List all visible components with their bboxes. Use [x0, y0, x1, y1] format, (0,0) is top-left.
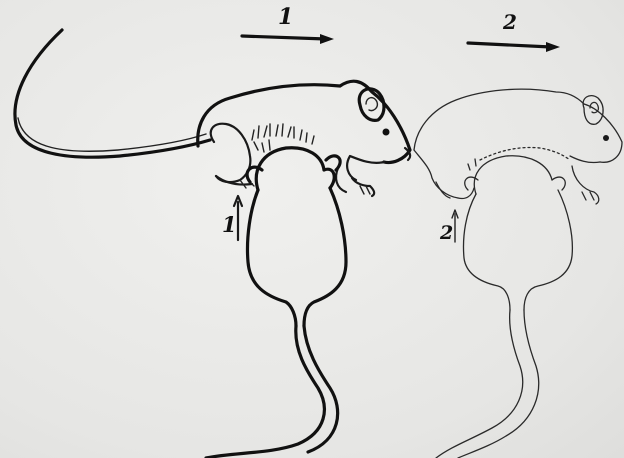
label-1-side: 1	[222, 214, 237, 235]
label-2-side: 2	[440, 224, 453, 243]
label-1-top: 1	[278, 6, 293, 28]
rat-figure	[436, 156, 572, 458]
arrow-right-icon	[242, 34, 334, 44]
rat-figure	[414, 89, 622, 204]
rat-figure	[206, 148, 346, 458]
arrow-right-icon	[468, 42, 560, 52]
label-2-top: 2	[503, 12, 517, 32]
rat-figure	[15, 30, 410, 196]
